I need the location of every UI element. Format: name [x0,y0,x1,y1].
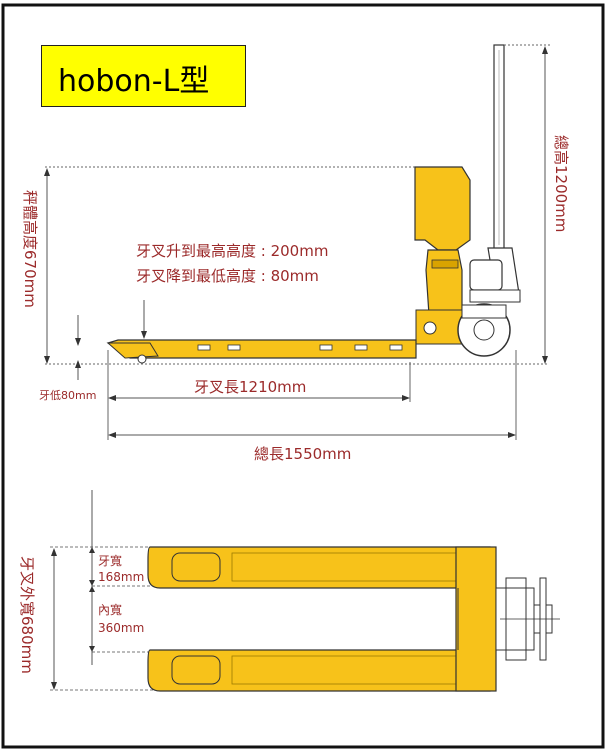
top-fork-arm [147,546,491,589]
arrow-right-icon [508,432,516,438]
inner-width-value: 360mm [98,621,144,635]
fork-outer-width-label: 牙叉外寬680mm [18,556,36,674]
fork-width-value: 168mm [98,570,144,584]
arrow-down-icon [89,646,95,652]
arrow-up-icon [89,586,95,592]
arrow-right-icon [402,395,410,401]
arrow-down-icon [51,682,57,690]
side-view: 牙叉升到最高高度 : 200mm 牙叉降到最低高度 : 80mm 牙叉長1210… [21,44,570,463]
model-title: hobon-L型 [58,64,210,99]
pivot-bolt [423,321,437,335]
wheel-fork-bracket [461,304,507,319]
fork-length-label: 牙叉長1210mm [194,378,306,396]
fork-tip [106,342,159,359]
scale-body-height-label: 秤體高度670mm [21,190,39,308]
fork-rivets [197,344,403,351]
scale-indicator-housing [414,166,471,251]
steering-wheel-hub [473,319,495,341]
arrow-up-icon [44,168,50,176]
load-roller [137,354,147,364]
overall-length-label: 總長1550mm [254,445,351,463]
arrow-down-icon [44,356,50,364]
arrow-down-icon [89,580,95,586]
arrow-down-icon [75,338,81,346]
top-view: 牙叉外寬680mm 牙寬 168mm 內寬 360mm [18,490,560,692]
outer-border [1,3,605,749]
fork-lift-max-label: 牙叉升到最高高度 : 200mm [136,242,328,260]
column-band [431,259,459,269]
arrow-up-icon [89,547,95,553]
top-fork-roller-slot [171,552,221,582]
arrow-up-icon [542,46,548,54]
overall-height-label: 總高1200mm [552,135,570,232]
pump-base [469,289,521,303]
arrow-up-icon [51,548,57,556]
pump-body [469,259,503,291]
bottom-fork-roller-slot [171,655,221,685]
arrow-left-icon [108,432,116,438]
arrow-down-icon [141,331,147,339]
fork-width-title: 牙寬 [98,553,122,568]
arrow-left-icon [108,395,116,401]
top-view-chassis [455,546,497,692]
fork-low-label: 牙低80mm [39,389,96,402]
arrow-up-icon [75,360,81,368]
model-title-box: hobon-L型 [41,45,246,107]
bottom-fork-arm [147,649,491,692]
inner-width-title: 內寬 [98,602,122,617]
fork-lower-min-label: 牙叉降到最低高度 : 80mm [136,267,319,285]
arrow-down-icon [542,356,548,364]
